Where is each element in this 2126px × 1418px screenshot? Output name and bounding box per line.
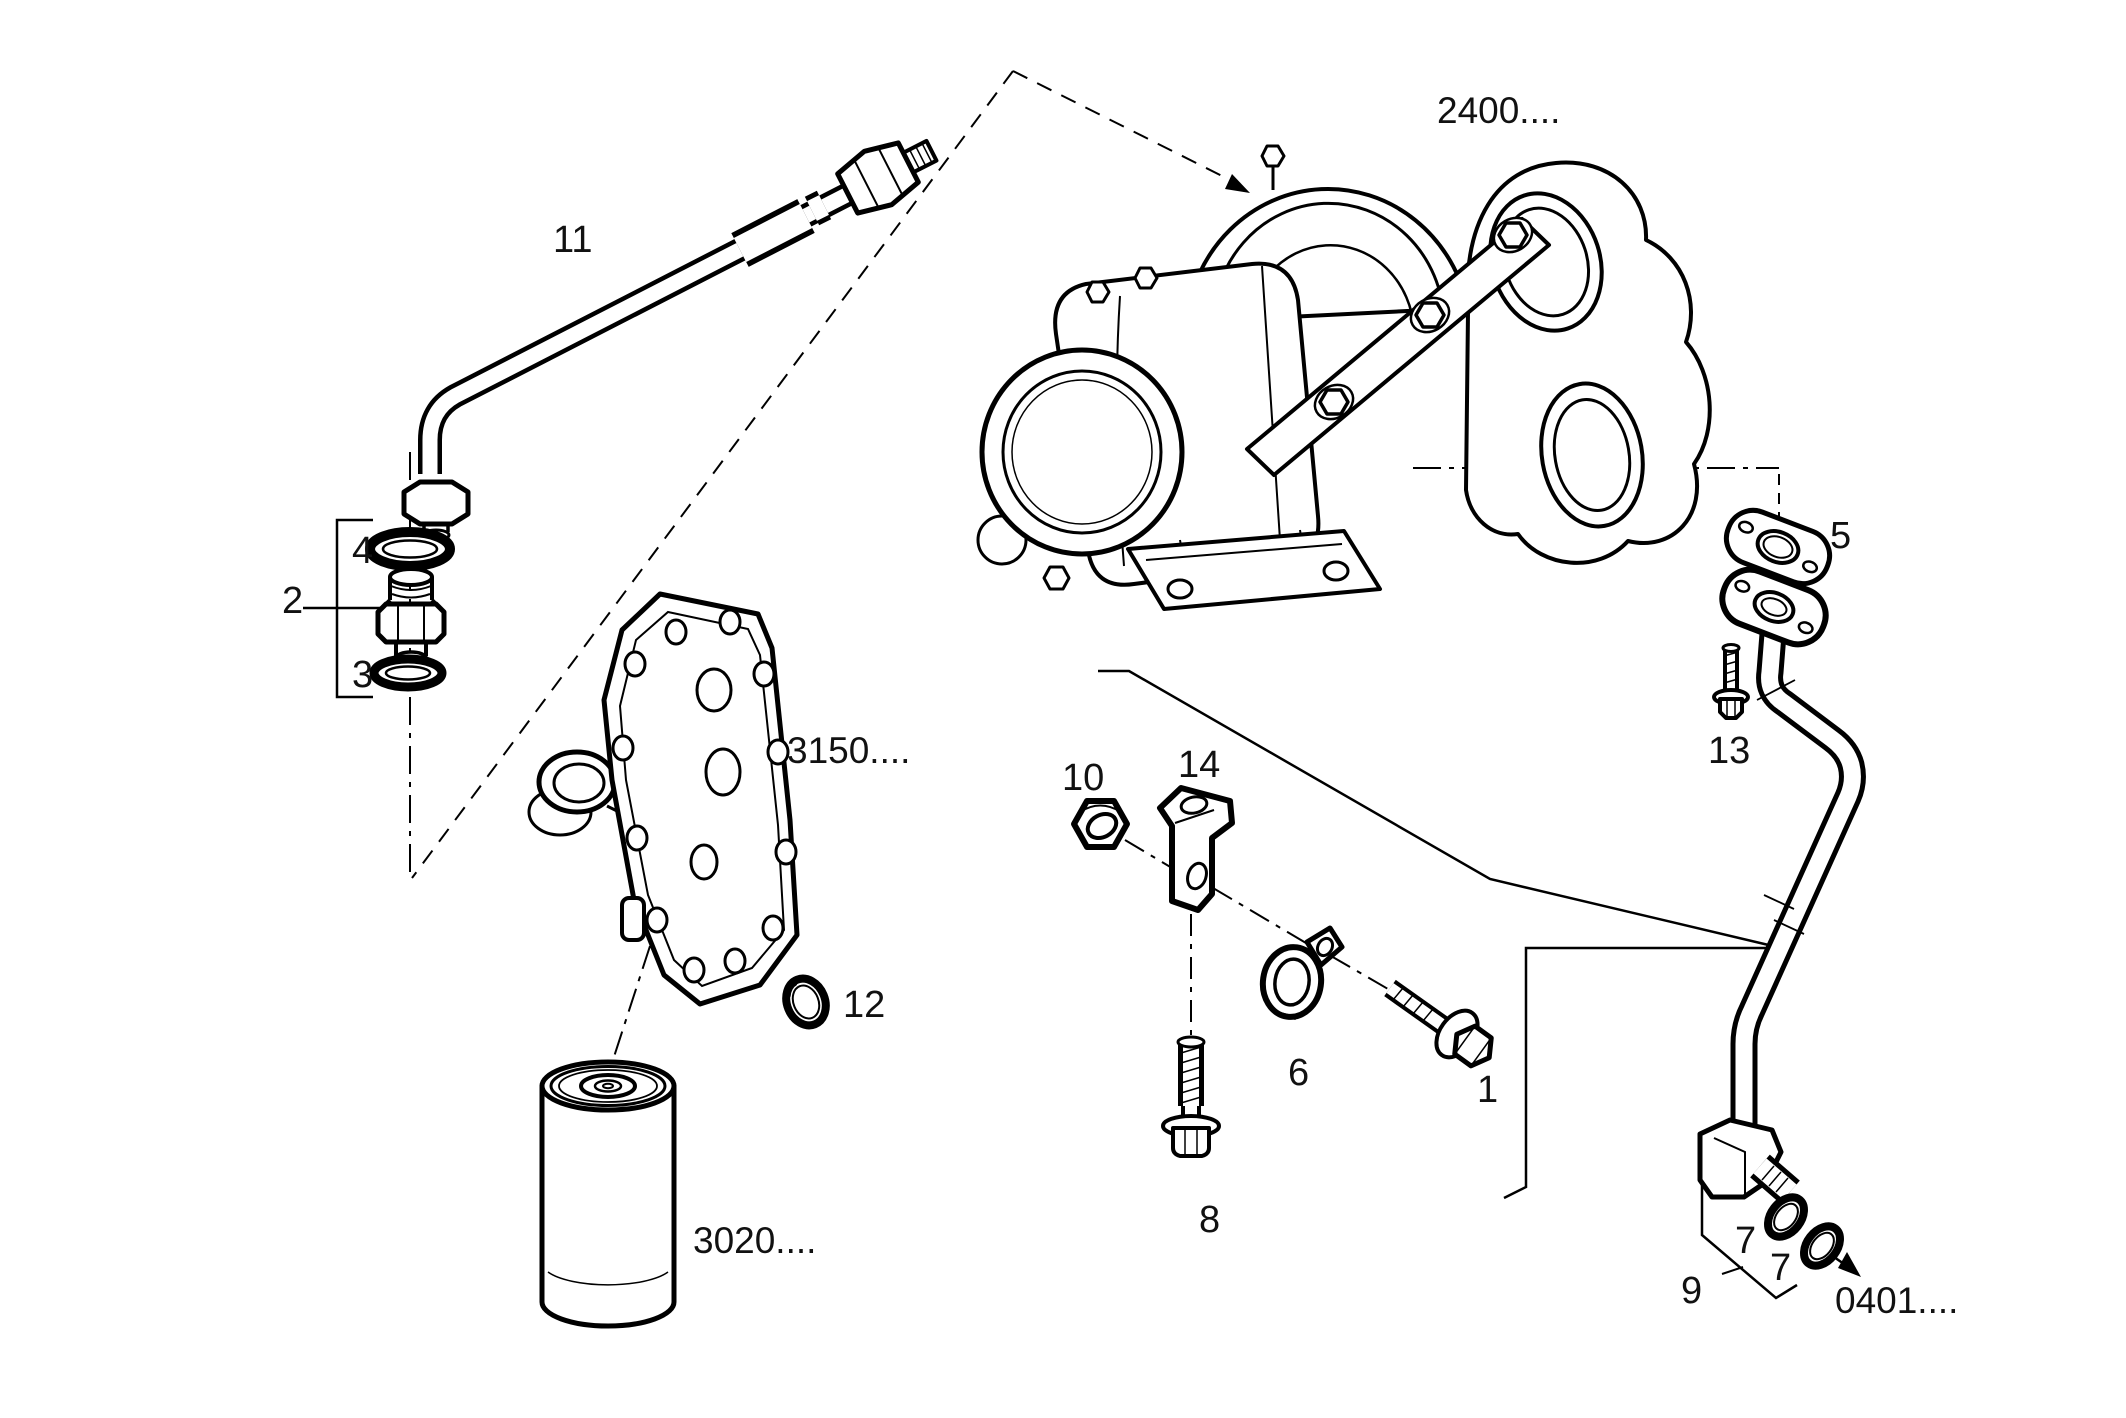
o-ring-12	[782, 974, 830, 1030]
drain-pipe-flange	[1719, 566, 1829, 648]
section-bracket-line	[1503, 946, 1777, 1200]
bracket-hole	[1179, 795, 1209, 815]
cooler-plate-contour	[618, 610, 786, 988]
support-bracket-14	[1157, 785, 1235, 913]
part-label-3: 3	[352, 654, 373, 696]
callout-labels: 11 4 2 3 10 14 6 1 8 5 13 12 7 7 9 2400.…	[282, 90, 1958, 1321]
turbocharger-assembly	[976, 144, 1712, 611]
flange-bolt-1	[1384, 979, 1494, 1069]
oil-drain-pipe	[1697, 566, 1866, 1270]
part-label-8: 8	[1199, 1199, 1220, 1241]
bolt-tip	[1176, 1035, 1206, 1049]
part-label-12: 12	[843, 984, 885, 1026]
group-code-oil-cooler: 3150....	[787, 730, 910, 771]
housing-bolt	[1085, 280, 1111, 304]
bolt-head	[1718, 697, 1744, 720]
exhaust-outlet-ring	[1539, 381, 1645, 529]
pipe-joints	[1756, 679, 1805, 935]
flange-bolt-8	[1161, 1035, 1221, 1158]
part-label-7b: 7	[1770, 1247, 1791, 1289]
cooler-port-bore	[552, 762, 606, 804]
part-label-7a: 7	[1735, 1220, 1756, 1262]
part-label-9: 9	[1681, 1270, 1702, 1312]
oil-filter-3020	[539, 1059, 677, 1329]
bracket-bolt	[1313, 383, 1355, 421]
part-label-5: 5	[1830, 515, 1851, 557]
filter-body	[539, 1083, 677, 1329]
housing-bolt	[1133, 266, 1159, 290]
dashed-reference-line	[411, 70, 1014, 879]
oil-cooler-3150	[527, 591, 800, 1007]
part-label-2: 2	[282, 580, 303, 622]
part-label-1: 1	[1477, 1069, 1498, 1111]
bracket-hole	[1186, 861, 1208, 891]
nipple-threads	[1761, 1165, 1789, 1193]
o-ring-3	[369, 654, 447, 692]
ref-code-next-figure: 0401....	[1835, 1280, 1958, 1321]
union-fitting-group	[365, 527, 455, 692]
base-contour	[1145, 543, 1343, 561]
o-ring-7b	[1800, 1222, 1844, 1270]
filter-body-contour	[547, 1271, 669, 1286]
bracket-item-9	[1700, 1174, 1798, 1300]
clip-loop	[1259, 944, 1325, 1020]
direction-arrow-icon	[1838, 1252, 1861, 1277]
group-code-oil-filter: 3020....	[693, 1220, 816, 1261]
base-hole	[1166, 578, 1194, 600]
cooler-tab	[620, 896, 646, 942]
elbow-hex-nut	[401, 479, 471, 527]
cooler-oil-passage	[689, 843, 719, 881]
part-label-10: 10	[1062, 757, 1104, 799]
filter-thread-bore	[593, 1079, 623, 1093]
filter-thread-boss	[579, 1073, 637, 1099]
section-divider-line	[1098, 669, 1778, 949]
cooler-oil-passage	[695, 667, 733, 713]
bolt-tip	[1721, 643, 1741, 653]
bracket-bolt	[1409, 296, 1451, 334]
base-hole	[1322, 560, 1350, 582]
elbow-facet	[1713, 1137, 1746, 1195]
centerlines-bracket-group	[1124, 839, 1389, 1038]
pipe-clip-6	[1259, 925, 1345, 1020]
o-ring-7a	[1764, 1193, 1808, 1241]
filter-top-ring	[549, 1065, 667, 1107]
part-label-6: 6	[1288, 1052, 1309, 1094]
o-ring-3-inner	[384, 665, 432, 681]
part-label-13: 13	[1708, 730, 1750, 772]
bolt-head	[1171, 1126, 1211, 1158]
part-label-4: 4	[352, 530, 373, 572]
cooler-bolt-holes	[611, 608, 798, 984]
cooler-oil-passage	[704, 747, 742, 797]
flange-bolt-13	[1712, 643, 1750, 720]
direction-arrow-icon	[1225, 174, 1250, 193]
o-ring-4	[365, 527, 455, 571]
hex-nut-10	[1071, 798, 1130, 850]
part-label-11: 11	[553, 219, 592, 261]
cooler-plate	[601, 591, 800, 1007]
bolt-head	[1452, 1023, 1494, 1069]
filter-top-ring	[558, 1069, 658, 1103]
leader-item-9	[1721, 1266, 1744, 1275]
o-ring-4-inner	[381, 539, 439, 559]
filter-center	[602, 1082, 614, 1090]
bracket-bolt	[1492, 216, 1534, 254]
centerline-cooler-to-filter	[610, 945, 651, 1067]
compressor-inlet-bore	[1001, 369, 1163, 535]
dashed-reference-line	[1012, 70, 1235, 183]
oil-delivery-pipe-11	[401, 138, 939, 542]
actuator-nut	[1260, 144, 1286, 168]
clip-tab-hole	[1315, 936, 1335, 958]
part-label-14: 14	[1178, 744, 1220, 786]
flange-bolt	[1042, 565, 1071, 591]
pipe-union-nut	[835, 138, 939, 216]
construction-lines	[303, 70, 1861, 1300]
compressor-inlet-bore	[1011, 379, 1153, 525]
group-code-turbocharger: 2400....	[1437, 90, 1560, 131]
